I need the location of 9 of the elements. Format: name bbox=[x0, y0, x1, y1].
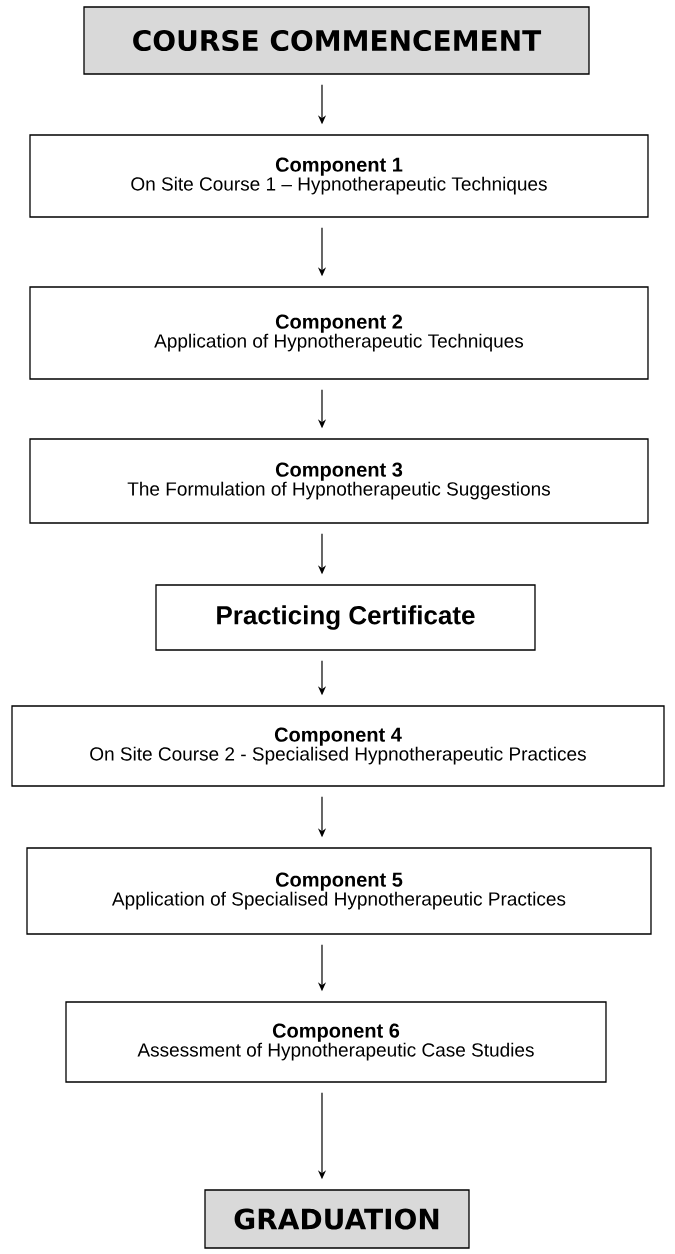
stage-banner: COURSE COMMENCEMENT bbox=[83, 6, 590, 75]
component-box: Component 1 On Site Course 1 – Hypnotherapeutic Techniques bbox=[29, 134, 649, 218]
component-box: Component 5 Application of Specialised Hypnotherapeutic Practices bbox=[26, 847, 652, 935]
stage-banner: GRADUATION bbox=[204, 1189, 470, 1249]
component-box: Component 4 On Site Course 2 - Specialised Hypnotherapeutic Practices bbox=[11, 705, 665, 787]
component-box: Component 3 The Formulation of Hypnotherapeutic Suggestions bbox=[29, 438, 649, 524]
component-box: Component 6 Assessment of Hypnotherapeutic Case Studies bbox=[65, 1001, 607, 1083]
component-box: Component 2 Application of Hypnotherapeutic Techniques bbox=[29, 286, 649, 380]
milestone-box: Practicing Certificate bbox=[155, 584, 536, 651]
